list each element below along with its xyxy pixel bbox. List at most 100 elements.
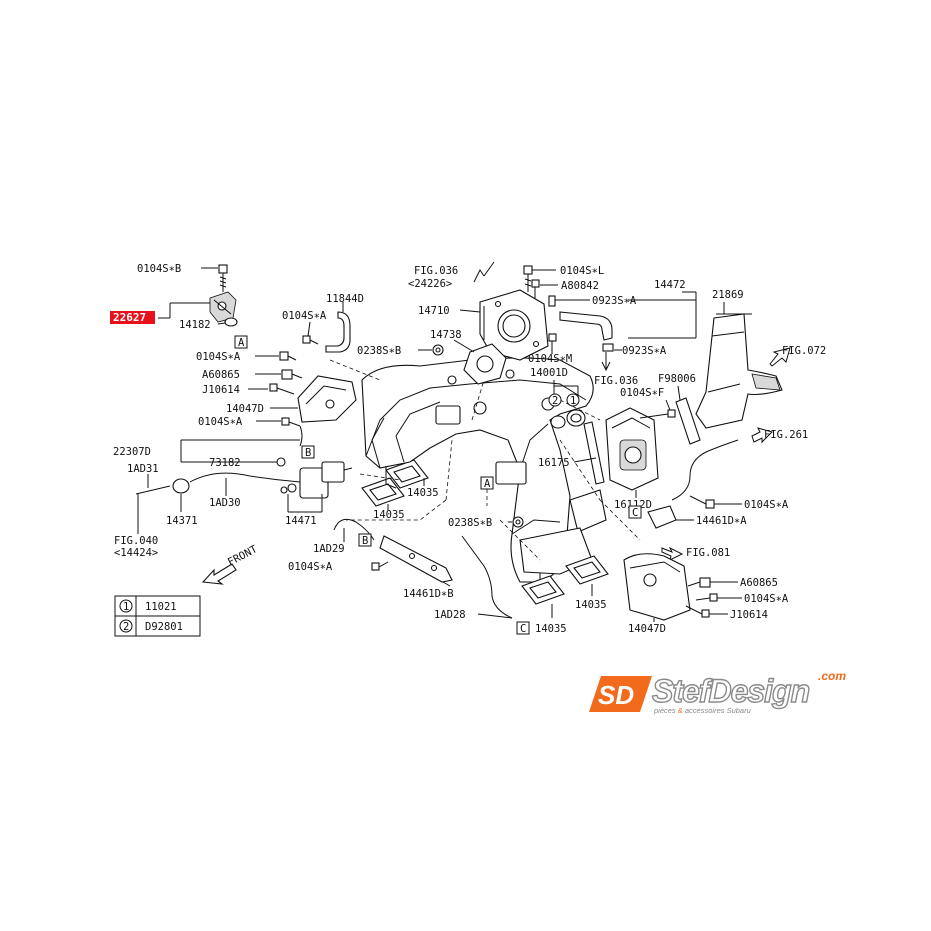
label-front: FRONT (226, 543, 260, 569)
hose-11844d-icon (325, 311, 351, 353)
label-14472: 14472 (654, 279, 686, 291)
label-0238sb-2: 0238S∗B (448, 517, 492, 529)
circled-number-2-icon: 2 (548, 393, 562, 407)
logo-tagline: pièces & accessoires Subaru (653, 706, 752, 715)
clip-73182-icon (276, 457, 286, 467)
label-14371: 14371 (166, 515, 198, 527)
intake-duct-21869-icon (695, 313, 783, 429)
legend-key-1: 1 (123, 601, 129, 613)
label-14461da: 14461D∗A (696, 515, 747, 527)
bolt-0104sb-icon (218, 264, 228, 292)
hose-fig261-icon (671, 439, 739, 501)
label-14035-1: 14035 (373, 509, 405, 521)
box-label-a-2: A (484, 478, 491, 490)
logo-tagline-left: pièces (653, 706, 676, 715)
label-0104sl: 0104S∗L (560, 265, 604, 277)
gasket-14035-icon (521, 555, 609, 605)
bracket-14047d-icon (297, 375, 357, 423)
label-14461db: 14461D∗B (403, 588, 454, 600)
label-14047d-1: 14047D (226, 403, 264, 415)
label-14738: 14738 (430, 329, 462, 341)
legend-part-11021: 11021 (145, 601, 177, 613)
stefdesign-logo: SD StefDesign .com pièces & accessoires … (589, 669, 846, 715)
seal-f98006-icon (675, 397, 701, 445)
logo-tagline-right: accessoires Subaru (685, 706, 752, 715)
bolt-icon (371, 561, 389, 571)
circled-number-1-icon: 1 (566, 393, 580, 407)
legend-table: 1 11021 2 D92801 (114, 595, 201, 637)
throttle-body-14710-icon (479, 289, 549, 361)
label-14182: 14182 (179, 319, 211, 331)
label-21869: 21869 (712, 289, 744, 301)
label-22307d: 22307D (113, 446, 151, 458)
label-a60865-1: A60865 (202, 369, 240, 381)
label-0104sa-6: 0104S∗A (744, 593, 789, 605)
label-16112d: 16112D (614, 499, 652, 511)
label-22627: 22627 (113, 311, 146, 324)
label-1ad31: 1AD31 (127, 463, 159, 475)
label-16175: 16175 (538, 457, 570, 469)
label-1ad30: 1AD30 (209, 497, 241, 509)
nut-0238sb-icon (432, 344, 444, 356)
bracket-14461db-icon (379, 535, 453, 583)
logo-mark: SD (598, 680, 634, 710)
label-14424: <14424> (114, 547, 158, 559)
collar-a60865-icon (687, 577, 711, 588)
throttle-chamber-16112d-icon (605, 407, 659, 491)
label-0104sb: 0104S∗B (137, 263, 181, 275)
front-arrow-icon: FRONT (201, 543, 260, 585)
label-14047d-2: 14047D (628, 623, 666, 635)
label-14001d: 14001D (530, 367, 568, 379)
label-fig261: FIG.261 (764, 429, 808, 441)
collar-a60865-icon (281, 369, 303, 380)
box-label-c-2: C (520, 623, 526, 635)
label-a60865-2: A60865 (740, 577, 778, 589)
box-label-c-1: C (632, 507, 638, 519)
bolt-0104sf-icon (639, 409, 676, 419)
label-0104sa-3: 0104S∗A (198, 416, 243, 428)
clamp-0923sa-icon (548, 295, 556, 307)
label-0104sa-2: 0104S∗A (196, 351, 241, 363)
label-0104sa-1: 0104S∗A (282, 310, 327, 322)
clamp-0923sa-icon (602, 343, 614, 352)
gasket-16175-icon (583, 421, 605, 485)
label-fig040: FIG.040 (114, 535, 158, 547)
label-14471: 14471 (285, 515, 317, 527)
gasket-14035-icon (361, 459, 429, 507)
bolt-icon (689, 495, 715, 509)
o-ring-14182-icon (224, 317, 238, 327)
bolt-j10614-icon (269, 383, 295, 395)
logo-suffix: .com (818, 669, 846, 683)
bracket-14047d-icon (623, 553, 691, 621)
label-0104sa-4: 0104S∗A (288, 561, 333, 573)
label-14035-3: 14035 (535, 623, 567, 635)
label-f98006: F98006 (658, 373, 696, 385)
label-1ad28: 1AD28 (434, 609, 466, 621)
bolt-icon (695, 593, 718, 602)
label-0238sb-1: 0238S∗B (357, 345, 401, 357)
hose-1ad28-icon (461, 535, 513, 619)
hose-1ad31-icon (135, 485, 171, 495)
intake-manifold-icon (361, 357, 607, 583)
legend-part-d92801: D92801 (145, 621, 183, 633)
nut-0238sb-icon (512, 516, 524, 528)
label-14710: 14710 (418, 305, 450, 317)
label-11844d: 11844D (326, 293, 364, 305)
label-24226: <24226> (408, 278, 452, 290)
label-fig081: FIG.081 (686, 547, 730, 559)
bolt-icon (302, 335, 319, 345)
label-0923sa-1: 0923S∗A (592, 295, 637, 307)
bracket-14461da-icon (647, 505, 677, 529)
label-j10614-2: J10614 (730, 609, 768, 621)
label-0923sa-2: 0923S∗A (622, 345, 667, 357)
label-1ad29: 1AD29 (313, 543, 345, 555)
box-label-a-1: A (238, 337, 245, 349)
box-label-b-2: B (362, 535, 368, 547)
check-valve-14371-icon (172, 478, 190, 494)
map-sensor-22627-icon (209, 291, 237, 323)
gasket-14738-icon (463, 343, 507, 385)
highlighted-part-badge: 22627 (110, 311, 155, 324)
bolt-icon (281, 417, 301, 427)
